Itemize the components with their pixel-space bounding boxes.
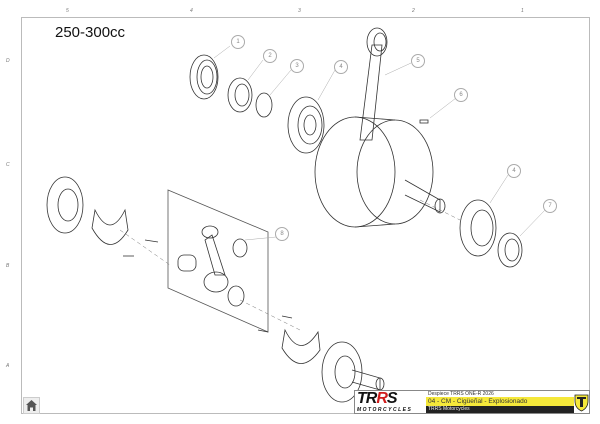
oil-seal-right-part [497,232,523,268]
trrs-logo: TRRS MOTORCYCLES [357,390,413,414]
displacement-heading: 250-300cc [55,24,126,41]
column-label: 2 [412,8,415,14]
main-bearing-part [287,96,325,154]
conrod-kit-box [167,189,269,333]
row-label: A [6,363,10,369]
column-label: 1 [521,8,524,14]
title-block: TRRS MOTORCYCLES Despiece TRRS ONE-R 202… [354,390,590,414]
assembly-lines [119,199,461,331]
callout-5: 5 [411,54,425,68]
home-icon [26,400,37,411]
row-label: C [6,162,10,168]
callout-2: 2 [263,49,277,63]
company-name: TRRS Motorcycles [426,406,574,413]
column-label: 5 [66,8,69,14]
callout-4: 4 [334,60,348,74]
half-crank-right-part [257,315,385,403]
drawing-frame [21,17,590,414]
row-label: B [6,263,10,269]
callout-8: 8 [275,227,289,241]
trrs-shield-icon [574,394,589,412]
half-crank-left-part [46,176,159,257]
column-label: 4 [190,8,193,14]
title-info: Despiece TRRS ONE-R 2026 04 - CM - Cigüe… [426,391,574,414]
main-bearing-right-part [459,199,497,257]
row-label: D [6,58,10,64]
callout-6: 6 [454,88,468,102]
section-title: 04 - CM - Cigüeñal - Explosionado [426,397,574,406]
callout-1: 1 [231,35,245,49]
document-title: Despiece TRRS ONE-R 2026 [428,391,494,397]
callout-4b: 4 [507,164,521,178]
callout-3: 3 [290,59,304,73]
oil-seal-part [189,54,219,100]
home-button[interactable] [23,397,40,414]
bearing-part [227,77,253,113]
callout-7: 7 [543,199,557,213]
circlip-part [255,92,273,118]
crankshaft-part [314,27,446,228]
key-part [419,119,429,124]
leader-lines [213,45,546,241]
column-label: 3 [298,8,301,14]
